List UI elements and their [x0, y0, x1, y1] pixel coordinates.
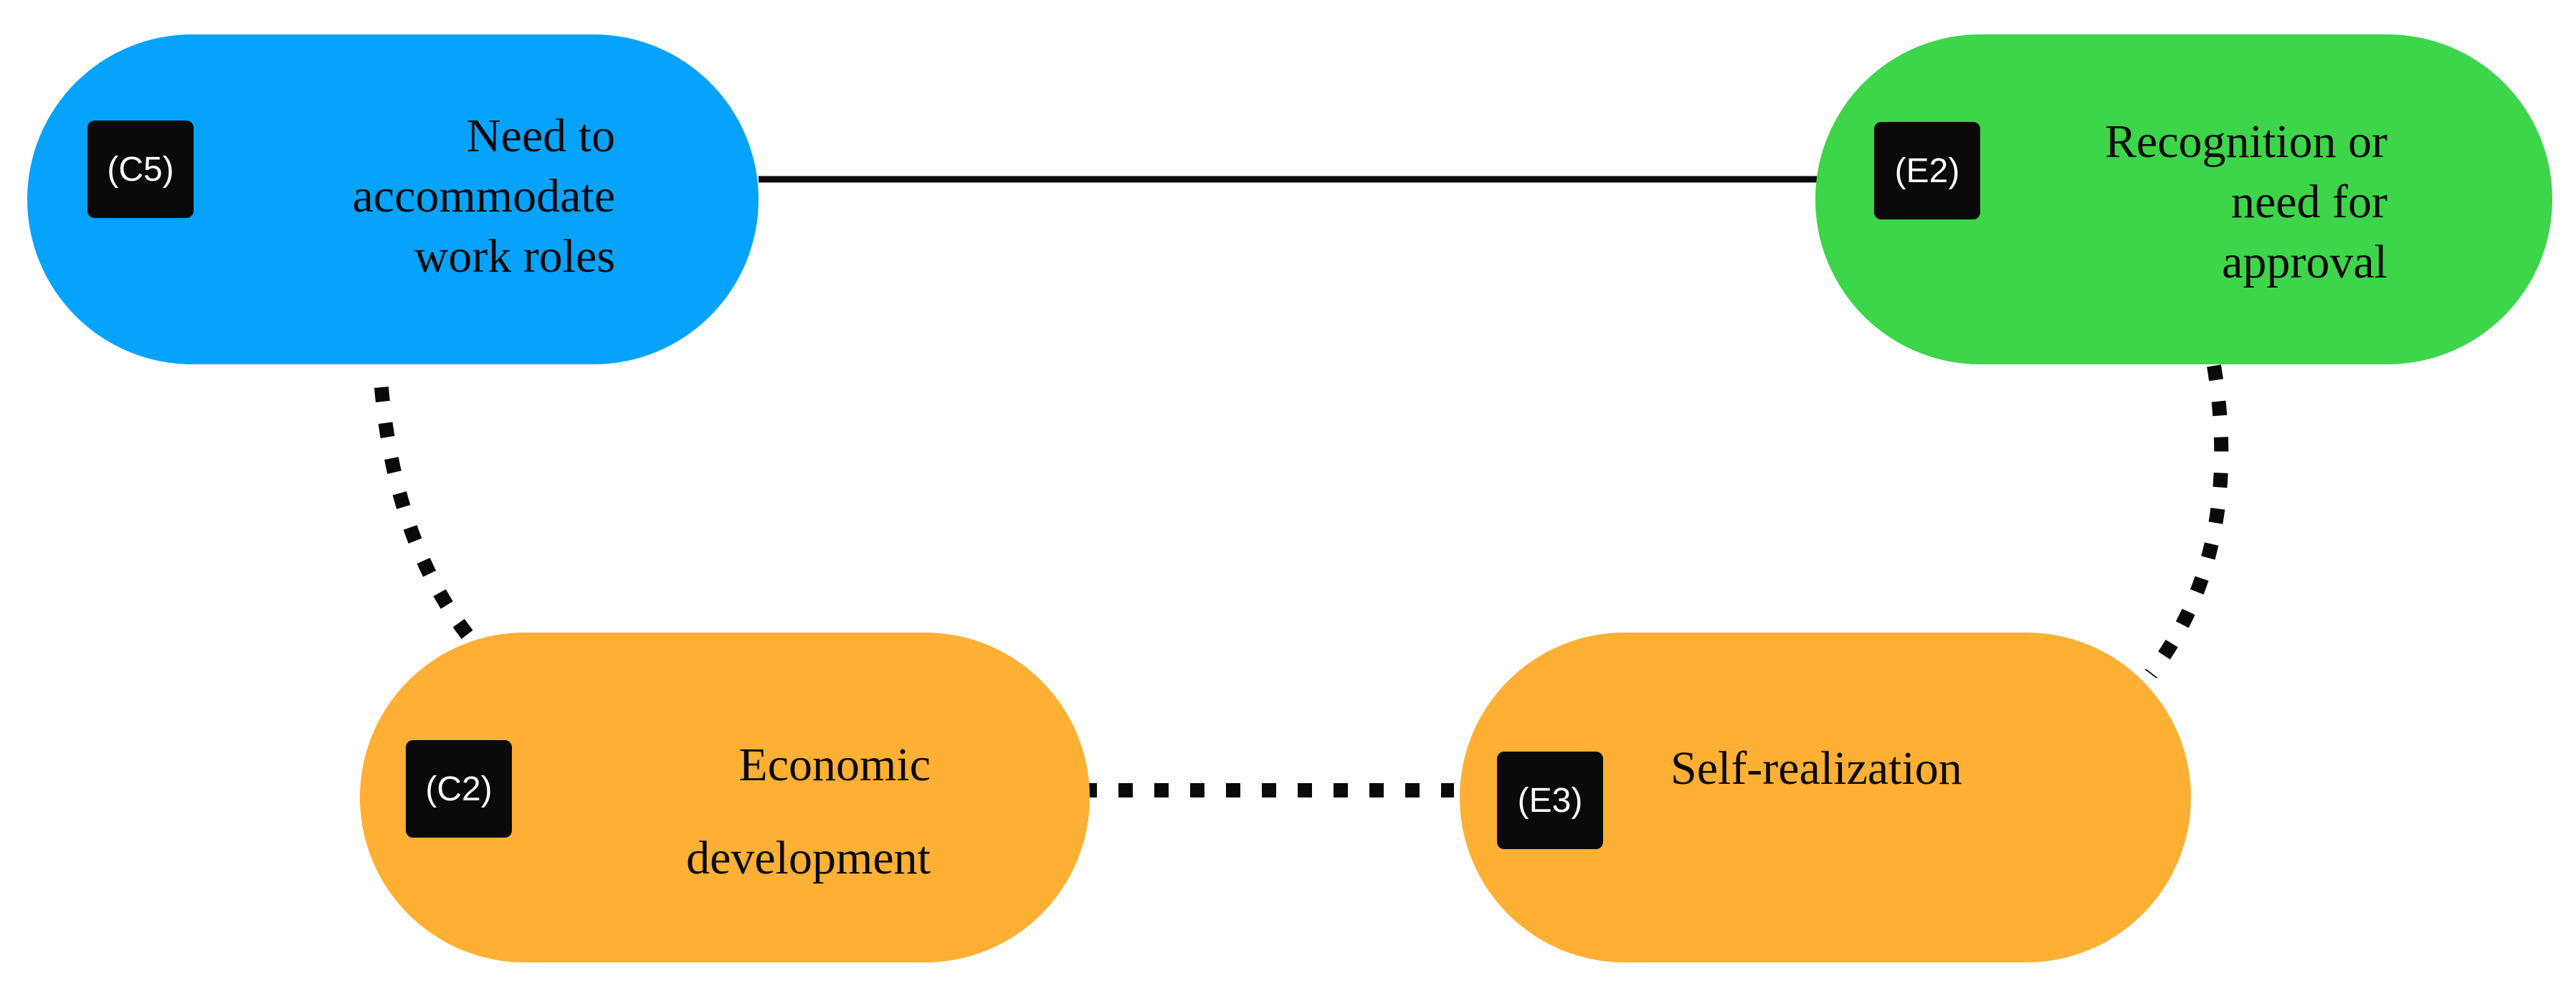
node-e3: (E3) Self-realization	[1460, 633, 2191, 962]
node-c5-label: Need to accommodate work roles	[353, 106, 615, 287]
node-c2-code-badge: (C2)	[406, 740, 512, 838]
node-c5-label-line-1: Need to	[466, 110, 615, 162]
node-c2-label-line-2: development	[686, 832, 931, 884]
node-e3-code-badge: (E3)	[1497, 752, 1603, 849]
node-e2-label: Recognition or need for approval	[2105, 112, 2387, 293]
node-c2: (C2) Economic development	[360, 633, 1090, 962]
node-e2: (E2) Recognition or need for approval	[1815, 34, 2552, 364]
node-e3-label-line-1: Self-realization	[1670, 742, 1962, 795]
node-c5: (C5) Need to accommodate work roles	[27, 34, 759, 364]
node-c2-label: Economic development	[686, 719, 931, 905]
node-e2-label-line-2: need for	[2230, 176, 2387, 228]
node-c5-label-line-2: accommodate	[352, 170, 615, 222]
node-e2-label-line-1: Recognition or	[2104, 115, 2387, 168]
node-c5-code-badge: (C5)	[87, 120, 194, 218]
node-c5-label-line-3: work roles	[414, 230, 615, 283]
node-e2-label-line-3: approval	[2222, 236, 2387, 288]
node-e2-code-badge: (E2)	[1874, 122, 1980, 219]
connector-e2-e3	[2145, 364, 2229, 679]
node-c2-label-line-1: Economic	[738, 739, 931, 791]
node-e3-label: Self-realization	[1670, 739, 1962, 799]
connector-c5-c2	[374, 387, 485, 654]
